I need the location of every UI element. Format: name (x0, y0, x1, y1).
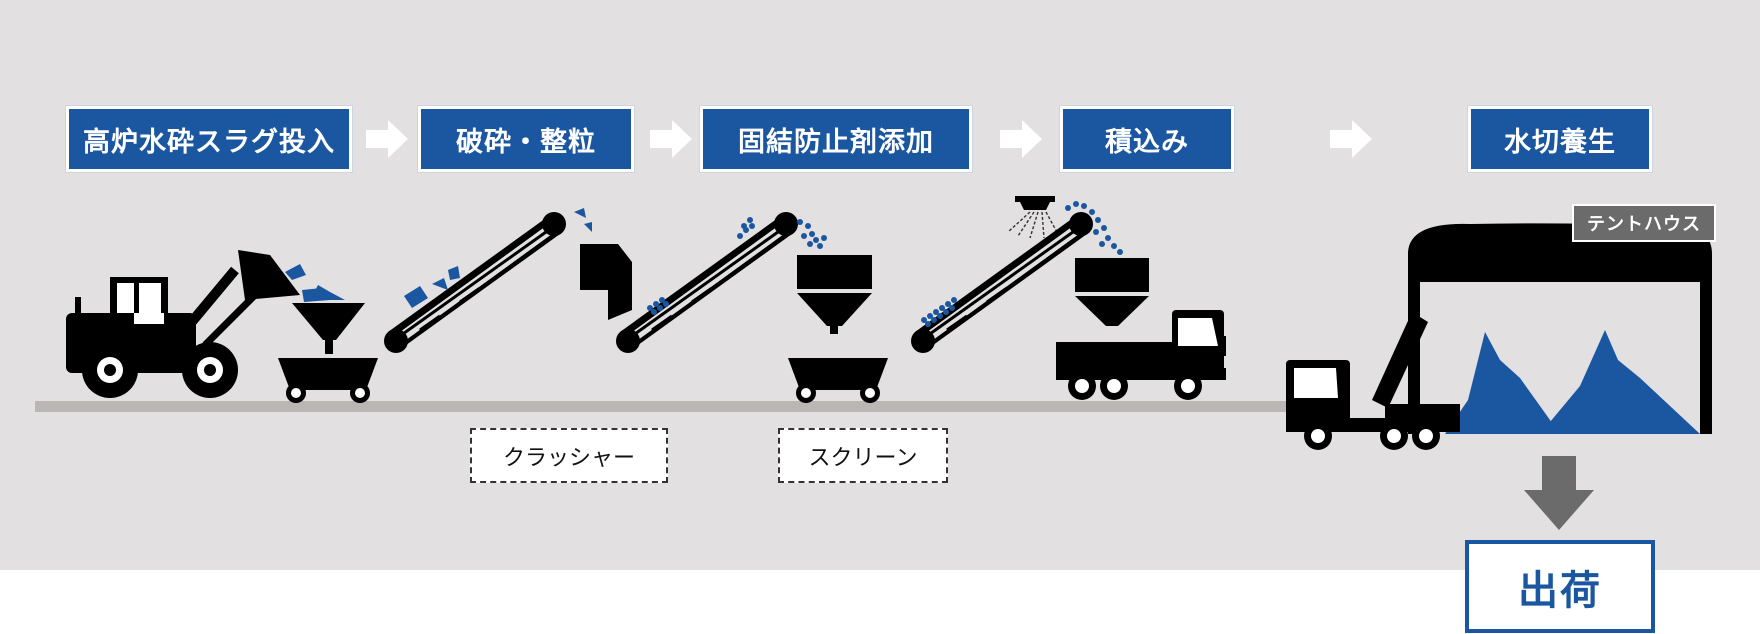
tent-house-label: テントハウス (1572, 204, 1716, 242)
step-slag-input: 高炉水砕スラグ投入 (66, 106, 352, 172)
shipping-box: 出荷 (1465, 540, 1655, 633)
conveyor-2-icon (616, 212, 827, 353)
step-arrow-1-icon (366, 120, 408, 158)
ground-line (35, 401, 1315, 412)
loading-truck-icon (1056, 258, 1226, 400)
screen-hopper-icon (788, 255, 888, 403)
hopper-cart-1-icon (278, 285, 378, 403)
step-anti-caking-addition: 固結防止剤添加 (700, 106, 972, 172)
dump-truck-icon (1286, 312, 1460, 450)
tent-house-icon (1408, 223, 1712, 434)
step-crushing-sizing: 破砕・整粒 (418, 106, 634, 172)
crusher-icon (580, 244, 632, 320)
screen-label: スクリーン (778, 428, 948, 483)
step-drain-curing: 水切養生 (1468, 106, 1652, 172)
crusher-label: クラッシャー (470, 428, 668, 483)
step-arrow-3-icon (1000, 120, 1042, 158)
down-arrow-icon (1524, 456, 1594, 530)
sprayer-icon (1007, 196, 1059, 239)
wheel-loader-icon (66, 250, 330, 398)
conveyor-3-icon (911, 201, 1123, 353)
step-loading: 積込み (1060, 106, 1234, 172)
step-arrow-2-icon (650, 120, 692, 158)
conveyor-1-icon (384, 208, 592, 353)
step-arrow-4-icon (1330, 120, 1372, 158)
